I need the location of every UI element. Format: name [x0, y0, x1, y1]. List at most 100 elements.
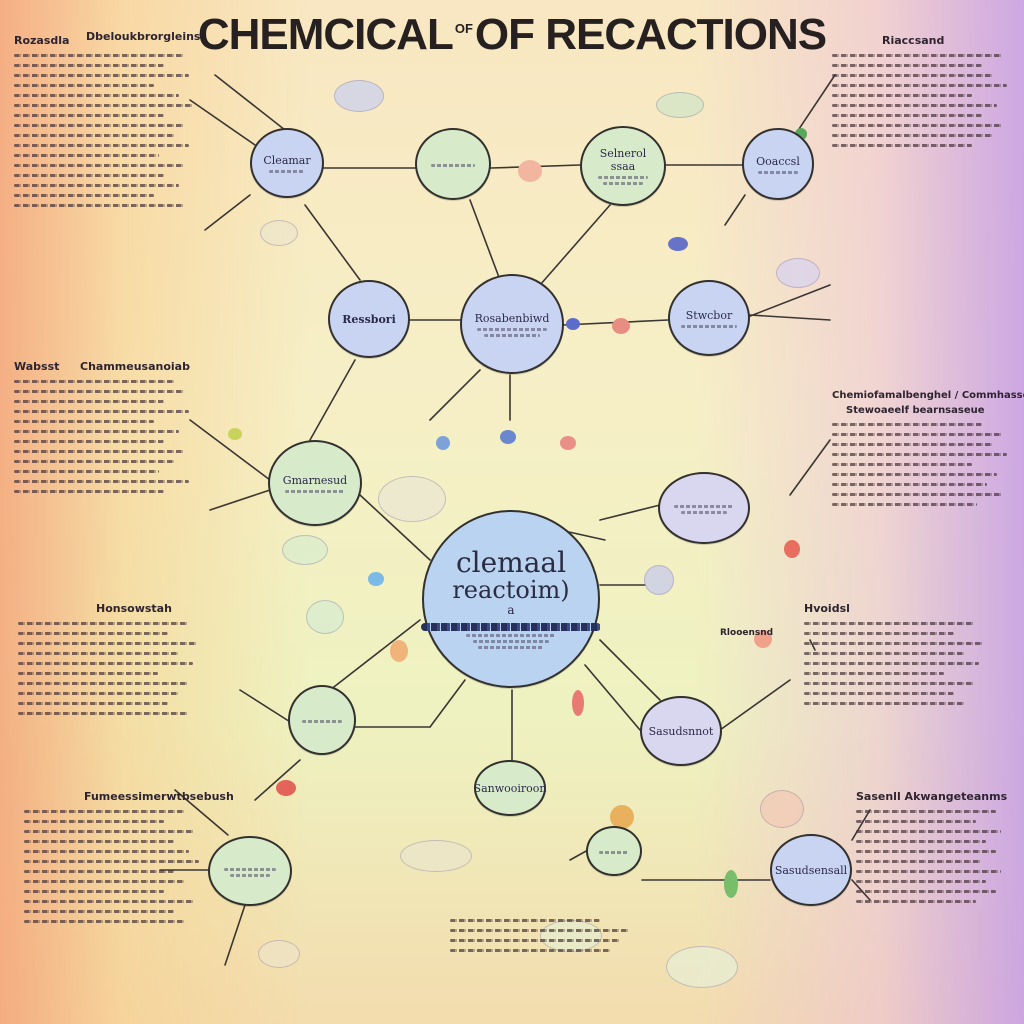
text-block-b5: Chammeusanoiab [80, 360, 200, 377]
decor-bubble [258, 940, 300, 968]
text-block-bottom-center [450, 912, 640, 959]
doodle-dot [610, 805, 634, 829]
node-note [269, 169, 305, 173]
node-gmarnesud[interactable]: Gmarnesud [268, 440, 362, 526]
node-note [224, 868, 276, 871]
title-left: CHEMCICAL [197, 10, 454, 59]
doodle-dot [784, 540, 800, 558]
text-block-b10: Rlooensnd [720, 628, 790, 642]
text-block-b11: Fumeessimerwtbsebush [24, 790, 234, 930]
title-right: OF RECACTIONS [474, 10, 827, 59]
center-underline [421, 623, 601, 631]
center-label-line1: clemaal [455, 546, 567, 579]
decor-bubble [334, 80, 384, 112]
text-block-b8: Honsowstah [18, 602, 228, 722]
decor-bubble [760, 790, 804, 828]
title-small: of [454, 21, 473, 36]
doodle-dot [612, 318, 630, 334]
node-note [285, 489, 345, 493]
doodle-dot [566, 318, 580, 330]
node-2[interactable] [415, 128, 491, 200]
node-note [681, 511, 727, 514]
center-note [473, 640, 549, 643]
block-heading: Hvoidsl [804, 602, 850, 615]
node-label: Ooaccsl [756, 154, 800, 168]
node-note [674, 505, 734, 508]
node-note [681, 324, 737, 328]
block-heading: Stewoaeelf bearnsaseue [846, 405, 985, 416]
center-mark: a [507, 603, 515, 617]
node-10[interactable] [288, 685, 356, 755]
decor-bubble [306, 600, 344, 634]
node-label: Ressbori [342, 312, 396, 326]
node-17[interactable]: Sasudsensall [770, 834, 852, 906]
block-heading: Dbeloukbrorgleins [86, 30, 201, 43]
doodle-dot [668, 237, 688, 251]
block-heading: Fumeessimerwtbsebush [84, 790, 234, 803]
decor-bubble [666, 946, 738, 988]
node-9[interactable] [658, 472, 750, 544]
doodle-dot [228, 428, 242, 440]
node-note [603, 182, 643, 185]
text-block-b6: Chemiofamalbenghel / Commhasseoare Stewo… [832, 390, 1024, 513]
decor-bubble [260, 220, 298, 246]
doodle-dot [518, 160, 542, 182]
decor-bubble [282, 535, 328, 565]
node-rosabenbiwd[interactable]: Rosabenbiwd [460, 274, 564, 374]
block-heading: Riaccsand [882, 34, 945, 47]
doodle-dot [436, 436, 450, 450]
decor-bubble [378, 476, 446, 522]
node-label: Rosabenbiwd [474, 311, 550, 325]
text-block-b0: Dbeloukbrorgleins [86, 30, 216, 47]
block-heading: Honsowstah [96, 602, 172, 615]
node-note [599, 851, 629, 854]
node-label: Sasudsensall [774, 863, 848, 877]
node-label: Stwcbor [685, 308, 733, 322]
node-selnerol[interactable]: Selnerol ssaa [580, 126, 666, 206]
block-heading: Chammeusanoiab [80, 360, 190, 373]
block-heading: Rlooensnd [720, 628, 774, 638]
text-block-b12: Sasenll Akwangeteanms [856, 790, 1016, 910]
node-label: Gmarnesud [282, 473, 348, 487]
node-note [598, 176, 648, 179]
node-note [758, 170, 798, 174]
node-label: Cleamar [263, 153, 311, 167]
node-ressbori[interactable]: Ressbori [328, 280, 410, 358]
center-note [466, 634, 556, 637]
node-label: Sanwooiroon [473, 781, 547, 795]
node-note [302, 720, 342, 723]
block-heading: Wabsst [14, 360, 60, 373]
center-note [478, 646, 544, 649]
doodle-dot [390, 640, 408, 662]
block-heading: Rozasdla [14, 34, 70, 47]
node-cleamar[interactable]: Cleamar [250, 128, 324, 198]
text-block-b3: Riaccsand [832, 34, 1012, 154]
node-sanwooiroon[interactable]: Sanwooiroon [474, 760, 546, 816]
doodle-dot [724, 870, 738, 898]
doodle-dot [276, 780, 296, 796]
center-node-chemical-reactions[interactable]: clemaal reactoim) a [421, 510, 601, 688]
node-ooaccsl[interactable]: Ooaccsl [742, 128, 814, 200]
decor-bubble [776, 258, 820, 288]
node-13[interactable] [208, 836, 292, 906]
node-14[interactable] [586, 826, 642, 876]
doodle-dot [500, 430, 516, 444]
node-note [230, 874, 270, 877]
block-heading: Chemiofamalbenghel / Commhasseoare [832, 390, 1024, 401]
center-label-line2: reactoim) [452, 576, 570, 604]
text-block-b1: Rozasdla [14, 34, 214, 214]
doodle-dot [560, 436, 576, 450]
text-block-b4: Wabsst [14, 360, 214, 500]
doodle-dot [368, 572, 384, 586]
doodle-dot [754, 630, 772, 648]
node-label: Selnerol ssaa [599, 147, 647, 173]
node-sasudsnnot[interactable]: Sasudsnnot [640, 696, 722, 766]
doodle-dot [572, 690, 584, 716]
node-stwcbor[interactable]: Stwcbor [668, 280, 750, 356]
text-block-b9: Hvoidsl [804, 602, 1004, 712]
block-heading: Sasenll Akwangeteanms [856, 790, 1008, 803]
decor-bubble [644, 565, 674, 595]
node-note [484, 333, 540, 337]
node-note [431, 164, 475, 167]
